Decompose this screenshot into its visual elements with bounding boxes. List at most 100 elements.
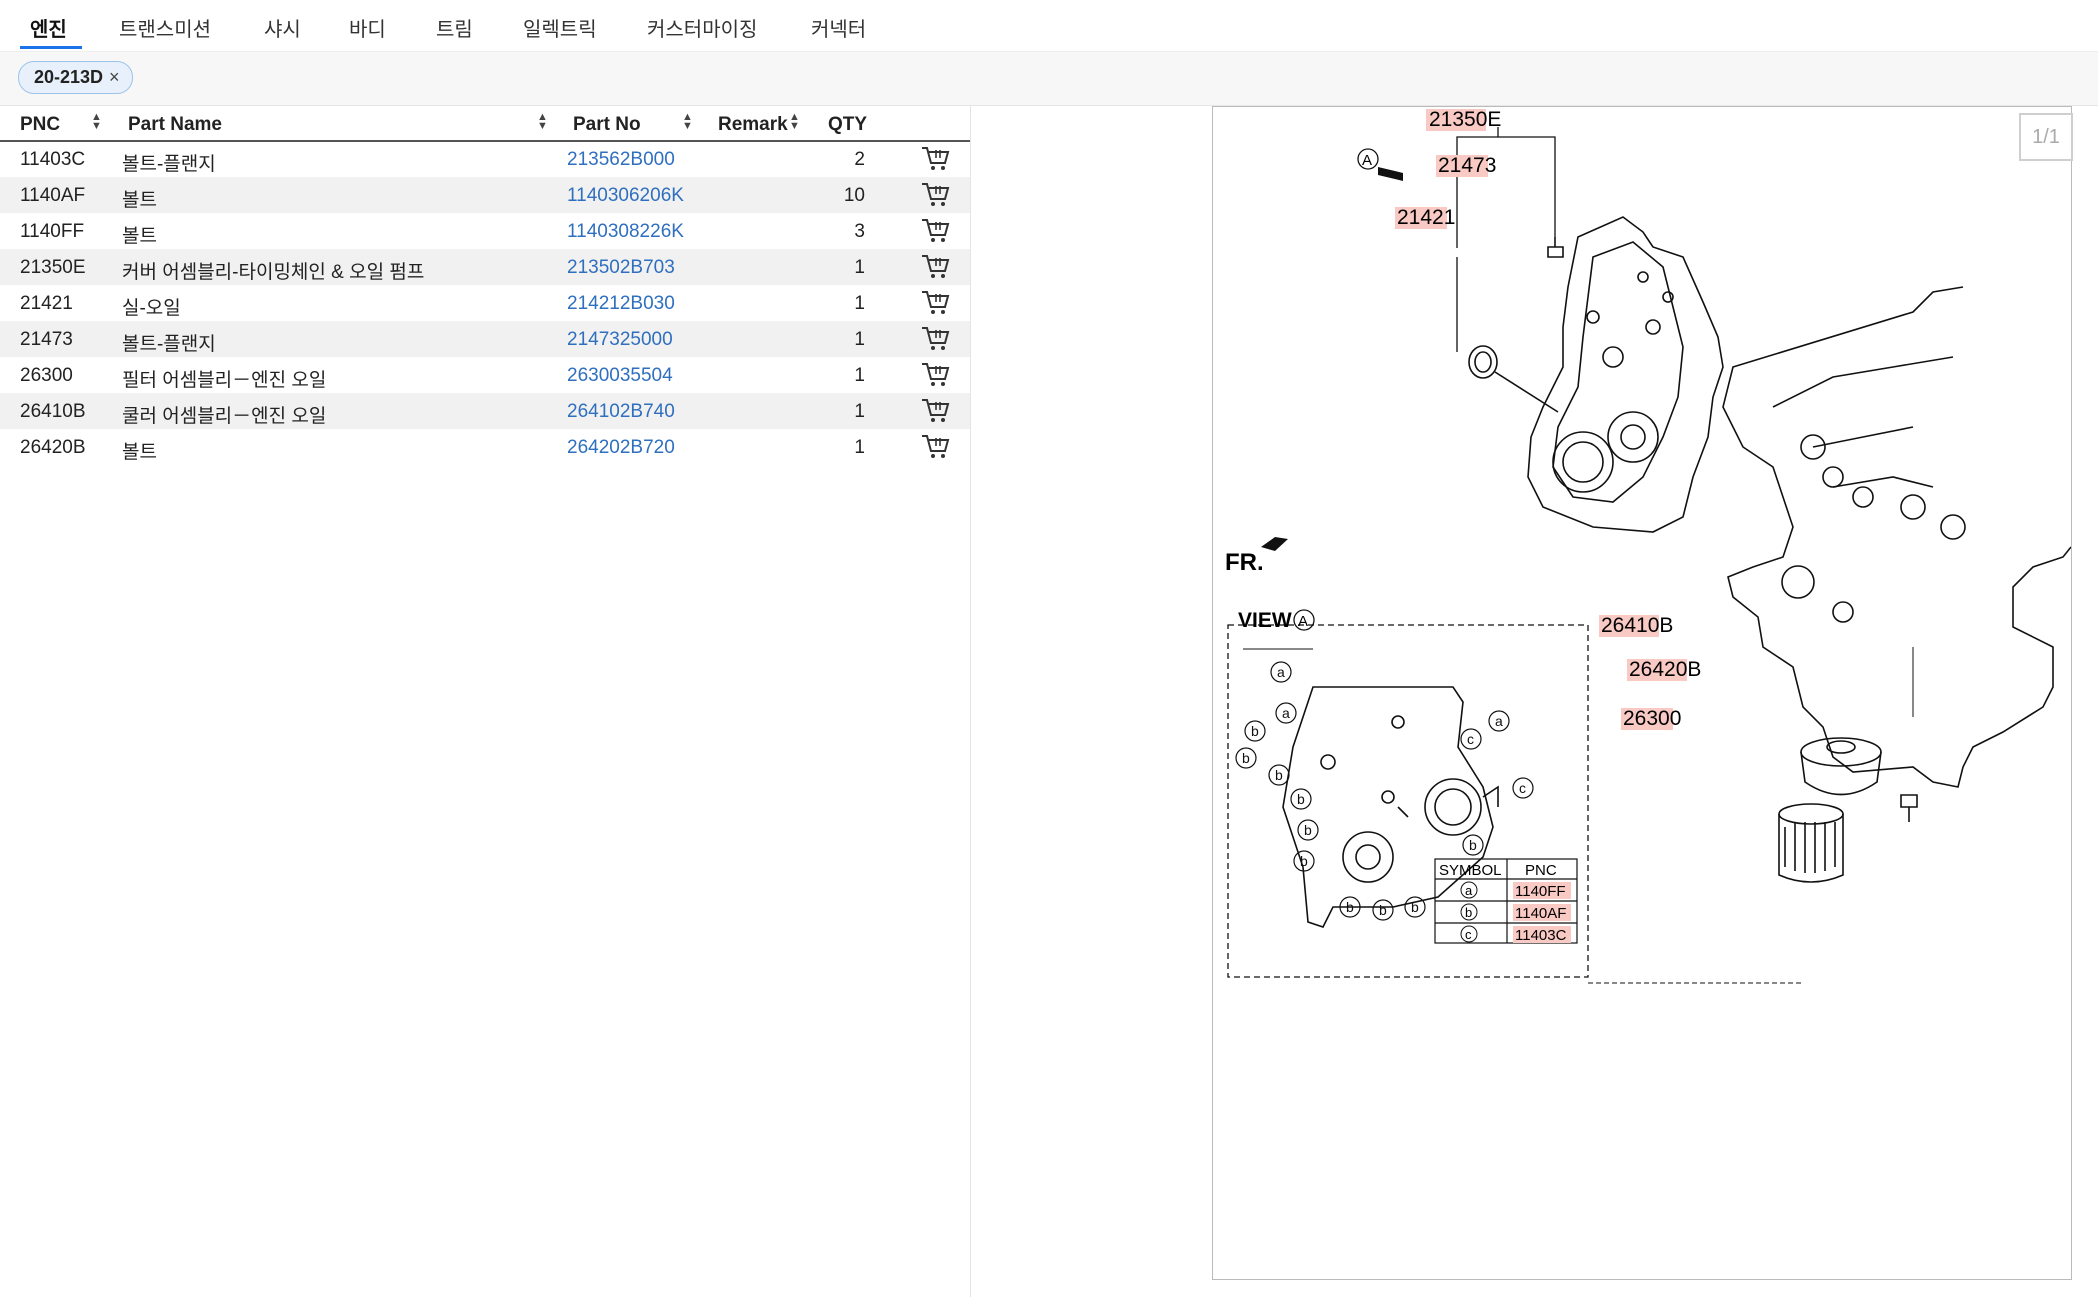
symbol-a: a — [1282, 705, 1290, 721]
row-pnc: 21473 — [20, 329, 73, 350]
legend-pnc-a: 1140FF — [1515, 883, 1566, 900]
row-pnc: 1140FF — [20, 221, 85, 242]
symbol-b: b — [1251, 723, 1259, 739]
legend-pnc-c: 11403C — [1515, 927, 1567, 944]
tab-electric[interactable]: 일렉트릭 — [523, 19, 597, 41]
tab-body[interactable]: 바디 — [349, 19, 386, 41]
symbol-b: b — [1346, 899, 1354, 915]
callout-26410B: 26410B — [1601, 614, 1673, 637]
panel-divider — [970, 105, 971, 1297]
symbol-legend: SYMBOL PNC a 1140FF b 1140AF c 11403C — [1434, 858, 1578, 944]
header-part-no[interactable]: Part No — [573, 114, 641, 135]
add-to-cart-icon[interactable] — [920, 361, 950, 389]
tab-transmission[interactable]: 트랜스미션 — [119, 19, 211, 41]
row-part-no-link[interactable]: 2630035504 — [567, 365, 673, 386]
add-to-cart-icon[interactable] — [920, 325, 950, 353]
view-arrow-icon — [1378, 167, 1403, 181]
symbol-a: a — [1277, 664, 1285, 680]
add-to-cart-icon[interactable] — [920, 145, 950, 173]
chip-remove-icon[interactable]: × — [109, 67, 120, 87]
row-pnc: 1140AF — [20, 185, 86, 206]
tab-connector[interactable]: 커넥터 — [811, 19, 867, 41]
legend-pnc-b: 1140AF — [1515, 905, 1566, 922]
view-title-marker: A — [1298, 613, 1308, 630]
row-part-name: 쿨러 어셈블리－엔진 오일 — [122, 406, 327, 427]
filter-chip: 20-213D× — [18, 61, 133, 94]
view-marker-a: A — [1362, 152, 1372, 169]
parts-diagram[interactable]: 21350E 21473 21421 26410B 26420B 26300 A… — [1212, 106, 2072, 1280]
row-part-name: 볼트-플랜지 — [122, 154, 216, 175]
header-part-name[interactable]: Part Name — [128, 114, 222, 135]
row-part-no-link[interactable]: 2147325000 — [567, 329, 673, 350]
add-to-cart-icon[interactable] — [920, 289, 950, 317]
tab-chassis[interactable]: 샤시 — [264, 19, 301, 41]
symbol-markers — [1235, 661, 1534, 921]
row-part-no-link[interactable]: 1140306206K — [567, 185, 684, 206]
add-to-cart-icon[interactable] — [920, 253, 950, 281]
diagram-callouts: 21350E 21473 21421 26410B 26420B 26300 — [1395, 108, 1701, 730]
row-qty: 1 — [854, 293, 865, 314]
add-to-cart-icon[interactable] — [920, 217, 950, 245]
symbol-c: c — [1467, 731, 1474, 747]
row-part-name: 필터 어셈블리－엔진 오일 — [122, 370, 327, 391]
view-title: VIEW — [1238, 609, 1292, 632]
sort-pnc-icon[interactable]: ▲▼ — [91, 111, 102, 132]
callout-26420B: 26420B — [1629, 658, 1701, 681]
tab-customizing[interactable]: 커스터마이징 — [647, 19, 758, 41]
tab-engine[interactable]: 엔진 — [30, 19, 67, 41]
symbol-b: b — [1379, 902, 1387, 918]
symbol-b: b — [1242, 750, 1250, 766]
row-part-name: 실-오일 — [122, 298, 181, 319]
legend-header-pnc: PNC — [1525, 862, 1557, 879]
row-qty: 10 — [843, 185, 865, 206]
table-row[interactable]: 21350E 커버 어셈블리-타이밍체인 & 오일 펌프 213502B703 1 — [0, 249, 970, 285]
table-row[interactable]: 1140AF 볼트 1140306206K 10 — [0, 177, 970, 213]
symbol-b: b — [1300, 853, 1308, 869]
category-tabs: 엔진 트랜스미션 샤시 바디 트림 일렉트릭 커스터마이징 커넥터 — [0, 0, 2098, 52]
row-part-name: 커버 어셈블리-타이밍체인 & 오일 펌프 — [122, 262, 425, 283]
row-qty: 1 — [854, 365, 865, 386]
row-part-no-link[interactable]: 213562B000 — [567, 149, 675, 170]
header-pnc[interactable]: PNC — [20, 114, 61, 135]
row-part-no-link[interactable]: 214212B030 — [567, 293, 675, 314]
add-to-cart-icon[interactable] — [920, 433, 950, 461]
row-part-no-link[interactable]: 264202B720 — [567, 437, 675, 458]
sort-part-name-icon[interactable]: ▲▼ — [537, 111, 548, 132]
tab-trim[interactable]: 트림 — [436, 19, 473, 41]
row-pnc: 21350E — [20, 257, 86, 278]
add-to-cart-icon[interactable] — [920, 397, 950, 425]
row-qty: 2 — [854, 149, 865, 170]
parts-table-header: PNC ▲▼ Part Name ▲▼ Part No ▲▼ Remark ▲▼… — [0, 108, 970, 142]
symbol-b: b — [1304, 822, 1312, 838]
sort-remark-icon[interactable]: ▲▼ — [789, 111, 800, 132]
legend-symbol-c: c — [1465, 927, 1472, 942]
row-qty: 1 — [854, 329, 865, 350]
symbol-b: b — [1297, 791, 1305, 807]
active-tab-indicator — [20, 46, 82, 49]
legend-symbol-b: b — [1465, 905, 1472, 920]
row-part-no-link[interactable]: 1140308226K — [567, 221, 684, 242]
legend-symbol-a: a — [1465, 883, 1473, 898]
row-part-name: 볼트 — [122, 190, 157, 211]
front-arrow-icon — [1261, 537, 1288, 551]
row-qty: 1 — [854, 257, 865, 278]
diagram-pager[interactable]: 1/1 — [2019, 113, 2073, 161]
add-to-cart-icon[interactable] — [920, 181, 950, 209]
row-part-no-link[interactable]: 264102B740 — [567, 401, 675, 422]
header-remark[interactable]: Remark — [718, 114, 788, 135]
row-pnc: 26410B — [20, 401, 86, 422]
row-qty: 1 — [854, 437, 865, 458]
symbol-b: b — [1411, 899, 1419, 915]
sort-part-no-icon[interactable]: ▲▼ — [682, 111, 693, 132]
filter-chip-label: 20-213D — [34, 67, 104, 87]
symbol-b: b — [1469, 837, 1477, 853]
legend-header-symbol: SYMBOL — [1439, 862, 1502, 879]
row-part-no-link[interactable]: 213502B703 — [567, 257, 675, 278]
